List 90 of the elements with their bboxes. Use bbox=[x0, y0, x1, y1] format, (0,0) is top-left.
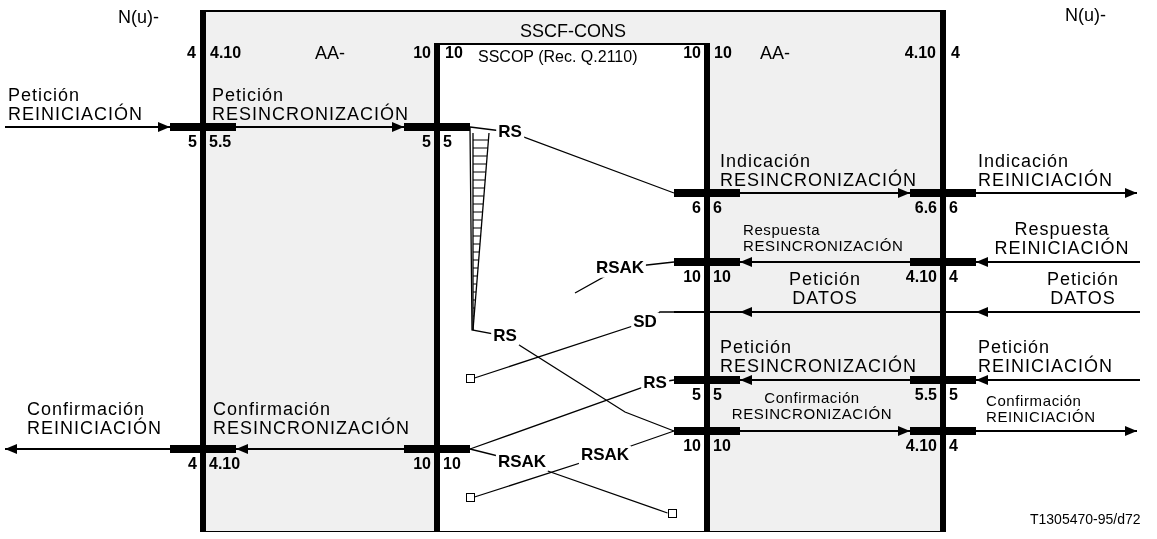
state-number: 5.5 bbox=[914, 386, 937, 404]
layer-panel bbox=[200, 10, 946, 532]
layer-label: AA- bbox=[315, 44, 345, 64]
state-number: 5 bbox=[713, 386, 722, 404]
state-number: 4 bbox=[951, 44, 960, 62]
edge-label: Respuesta REINICIACIÓN bbox=[994, 220, 1130, 259]
state-number: 5 bbox=[692, 386, 701, 404]
arrow bbox=[739, 257, 911, 267]
state-number: 10 bbox=[714, 44, 732, 62]
layer-label: N(u)- bbox=[1065, 6, 1106, 26]
state-number: 5 bbox=[949, 386, 958, 404]
panel-heading: SSCF-CONS bbox=[520, 22, 626, 42]
state-number: 4.10 bbox=[210, 44, 242, 62]
layer-label: AA- bbox=[760, 44, 790, 64]
arrow bbox=[739, 188, 911, 198]
event-bar bbox=[910, 427, 976, 435]
edge-label: Confirmación REINICIACIÓN bbox=[986, 393, 1096, 426]
state-number: 6 bbox=[713, 199, 722, 217]
arrow bbox=[975, 257, 1141, 267]
state-number: 10 bbox=[713, 437, 731, 455]
state-number: 4 bbox=[188, 455, 197, 473]
state-number: 4.10 bbox=[905, 437, 937, 455]
event-bar bbox=[674, 189, 740, 197]
event-bar bbox=[910, 258, 976, 266]
state-number: 4 bbox=[187, 44, 196, 62]
state-number: 10 bbox=[683, 44, 701, 62]
arrow bbox=[4, 122, 171, 132]
state-number: 10 bbox=[443, 455, 461, 473]
state-number: 5 bbox=[422, 133, 431, 151]
state-number: 10 bbox=[683, 268, 701, 286]
state-number: 5 bbox=[188, 133, 197, 151]
arrow bbox=[235, 444, 405, 454]
arrow bbox=[235, 122, 405, 132]
event-bar bbox=[910, 376, 976, 384]
state-number: 4.10 bbox=[905, 268, 937, 286]
event-bar bbox=[674, 376, 740, 384]
line-crossing bbox=[674, 311, 740, 313]
event-bar bbox=[404, 123, 470, 131]
edge-label: Petición DATOS bbox=[1047, 270, 1119, 309]
edge-label: RSAK bbox=[578, 445, 632, 465]
arrow bbox=[4, 444, 171, 454]
protocol-panel bbox=[434, 43, 710, 532]
arrow bbox=[739, 426, 911, 436]
edge-label: RS bbox=[491, 326, 519, 346]
state-number: 10 bbox=[683, 437, 701, 455]
event-bar bbox=[170, 123, 236, 131]
end-square bbox=[465, 492, 475, 502]
edge-label: RSAK bbox=[495, 452, 549, 472]
state-number: 4 bbox=[949, 268, 958, 286]
state-number: 4.10 bbox=[904, 44, 936, 62]
layer-label: N(u)- bbox=[118, 8, 159, 28]
event-bar bbox=[674, 258, 740, 266]
arrow bbox=[975, 375, 1141, 385]
event-bar bbox=[170, 445, 236, 453]
edge-label: Confirmación REINICIACIÓN bbox=[27, 400, 162, 439]
state-number: 4.10 bbox=[209, 455, 241, 473]
edge-label: Respuesta RESINCRONIZACIÓN bbox=[743, 222, 904, 255]
edge-label: Petición REINICIACIÓN bbox=[978, 338, 1113, 377]
state-number: 5 bbox=[443, 133, 452, 151]
edge-label: Petición REINICIACIÓN bbox=[8, 86, 143, 125]
arrow bbox=[975, 188, 1138, 198]
arrow bbox=[975, 307, 1141, 317]
panel-heading: SSCOP (Rec. Q.2110) bbox=[478, 48, 638, 66]
state-number: 4 bbox=[949, 437, 958, 455]
state-number: 10 bbox=[413, 455, 431, 473]
end-square bbox=[667, 508, 677, 518]
state-number: 5.5 bbox=[209, 133, 232, 151]
edge-label: Confirmación RESINCRONIZACIÓN bbox=[213, 400, 410, 439]
state-number: 6 bbox=[692, 199, 701, 217]
edge-label: Petición RESINCRONIZACIÓN bbox=[720, 338, 917, 377]
arrow bbox=[975, 426, 1138, 436]
end-square bbox=[465, 373, 475, 383]
figure-code: T1305470-95/d72 bbox=[1030, 512, 1141, 528]
edge-label: Indicación RESINCRONIZACIÓN bbox=[720, 152, 917, 191]
event-bar bbox=[404, 445, 470, 453]
state-number: 10 bbox=[413, 44, 431, 62]
edge-label: Indicación REINICIACIÓN bbox=[978, 152, 1113, 191]
arrow bbox=[739, 375, 911, 385]
state-number: 6.6 bbox=[914, 199, 937, 217]
event-bar bbox=[910, 189, 976, 197]
state-number: 10 bbox=[445, 44, 463, 62]
state-number: 10 bbox=[713, 268, 731, 286]
event-bar bbox=[674, 427, 740, 435]
state-number: 6 bbox=[949, 199, 958, 217]
connector-line bbox=[469, 126, 675, 432]
edge-label: Petición RESINCRONIZACIÓN bbox=[212, 86, 409, 125]
edge-label: Petición DATOS bbox=[789, 270, 861, 309]
line-crossing bbox=[910, 311, 976, 313]
arrow bbox=[739, 307, 911, 317]
edge-label: Confirmación RESINCRONIZACIÓN bbox=[731, 390, 893, 423]
